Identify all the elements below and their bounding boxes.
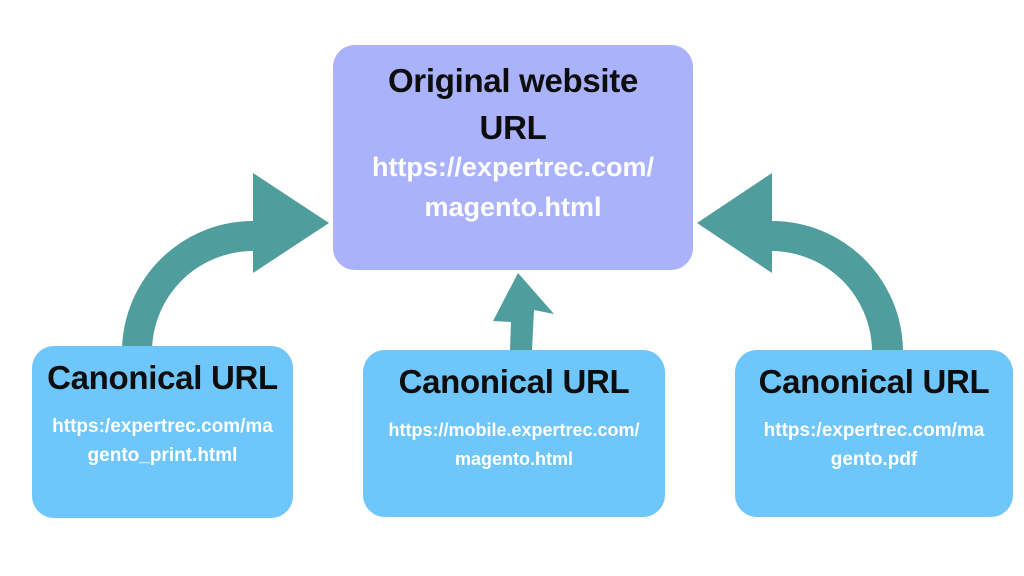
canonical-box-right: Canonical URL https:/expertrec.com/ma ge… xyxy=(735,350,1013,517)
canonical-box-right-url: https:/expertrec.com/ma gento.pdf xyxy=(763,420,985,470)
canonical-box-middle-title: Canonical URL xyxy=(398,363,630,400)
canonical-box-left-title: Canonical URL xyxy=(47,359,278,396)
canonical-box-middle-url: https://mobile.expertrec.com/ magento.ht… xyxy=(388,420,640,469)
canonical-box-left: Canonical URL https:/expertrec.com/ma ge… xyxy=(32,346,293,518)
original-box-url: https://expertrec.com/ magento.html xyxy=(371,152,655,222)
left-curved-arrow xyxy=(122,173,329,360)
original-website-box: Original website URL https://expertrec.c… xyxy=(333,45,693,270)
canonical-box-left-url: https:/expertrec.com/ma gento_print.html xyxy=(52,416,273,466)
canonical-box-middle: Canonical URL https://mobile.expertrec.c… xyxy=(363,350,665,517)
canonical-box-right-title: Canonical URL xyxy=(758,363,990,400)
original-box-title: Original website URL xyxy=(387,62,639,146)
middle-straight-arrow xyxy=(493,273,554,350)
right-curved-arrow xyxy=(697,173,903,360)
